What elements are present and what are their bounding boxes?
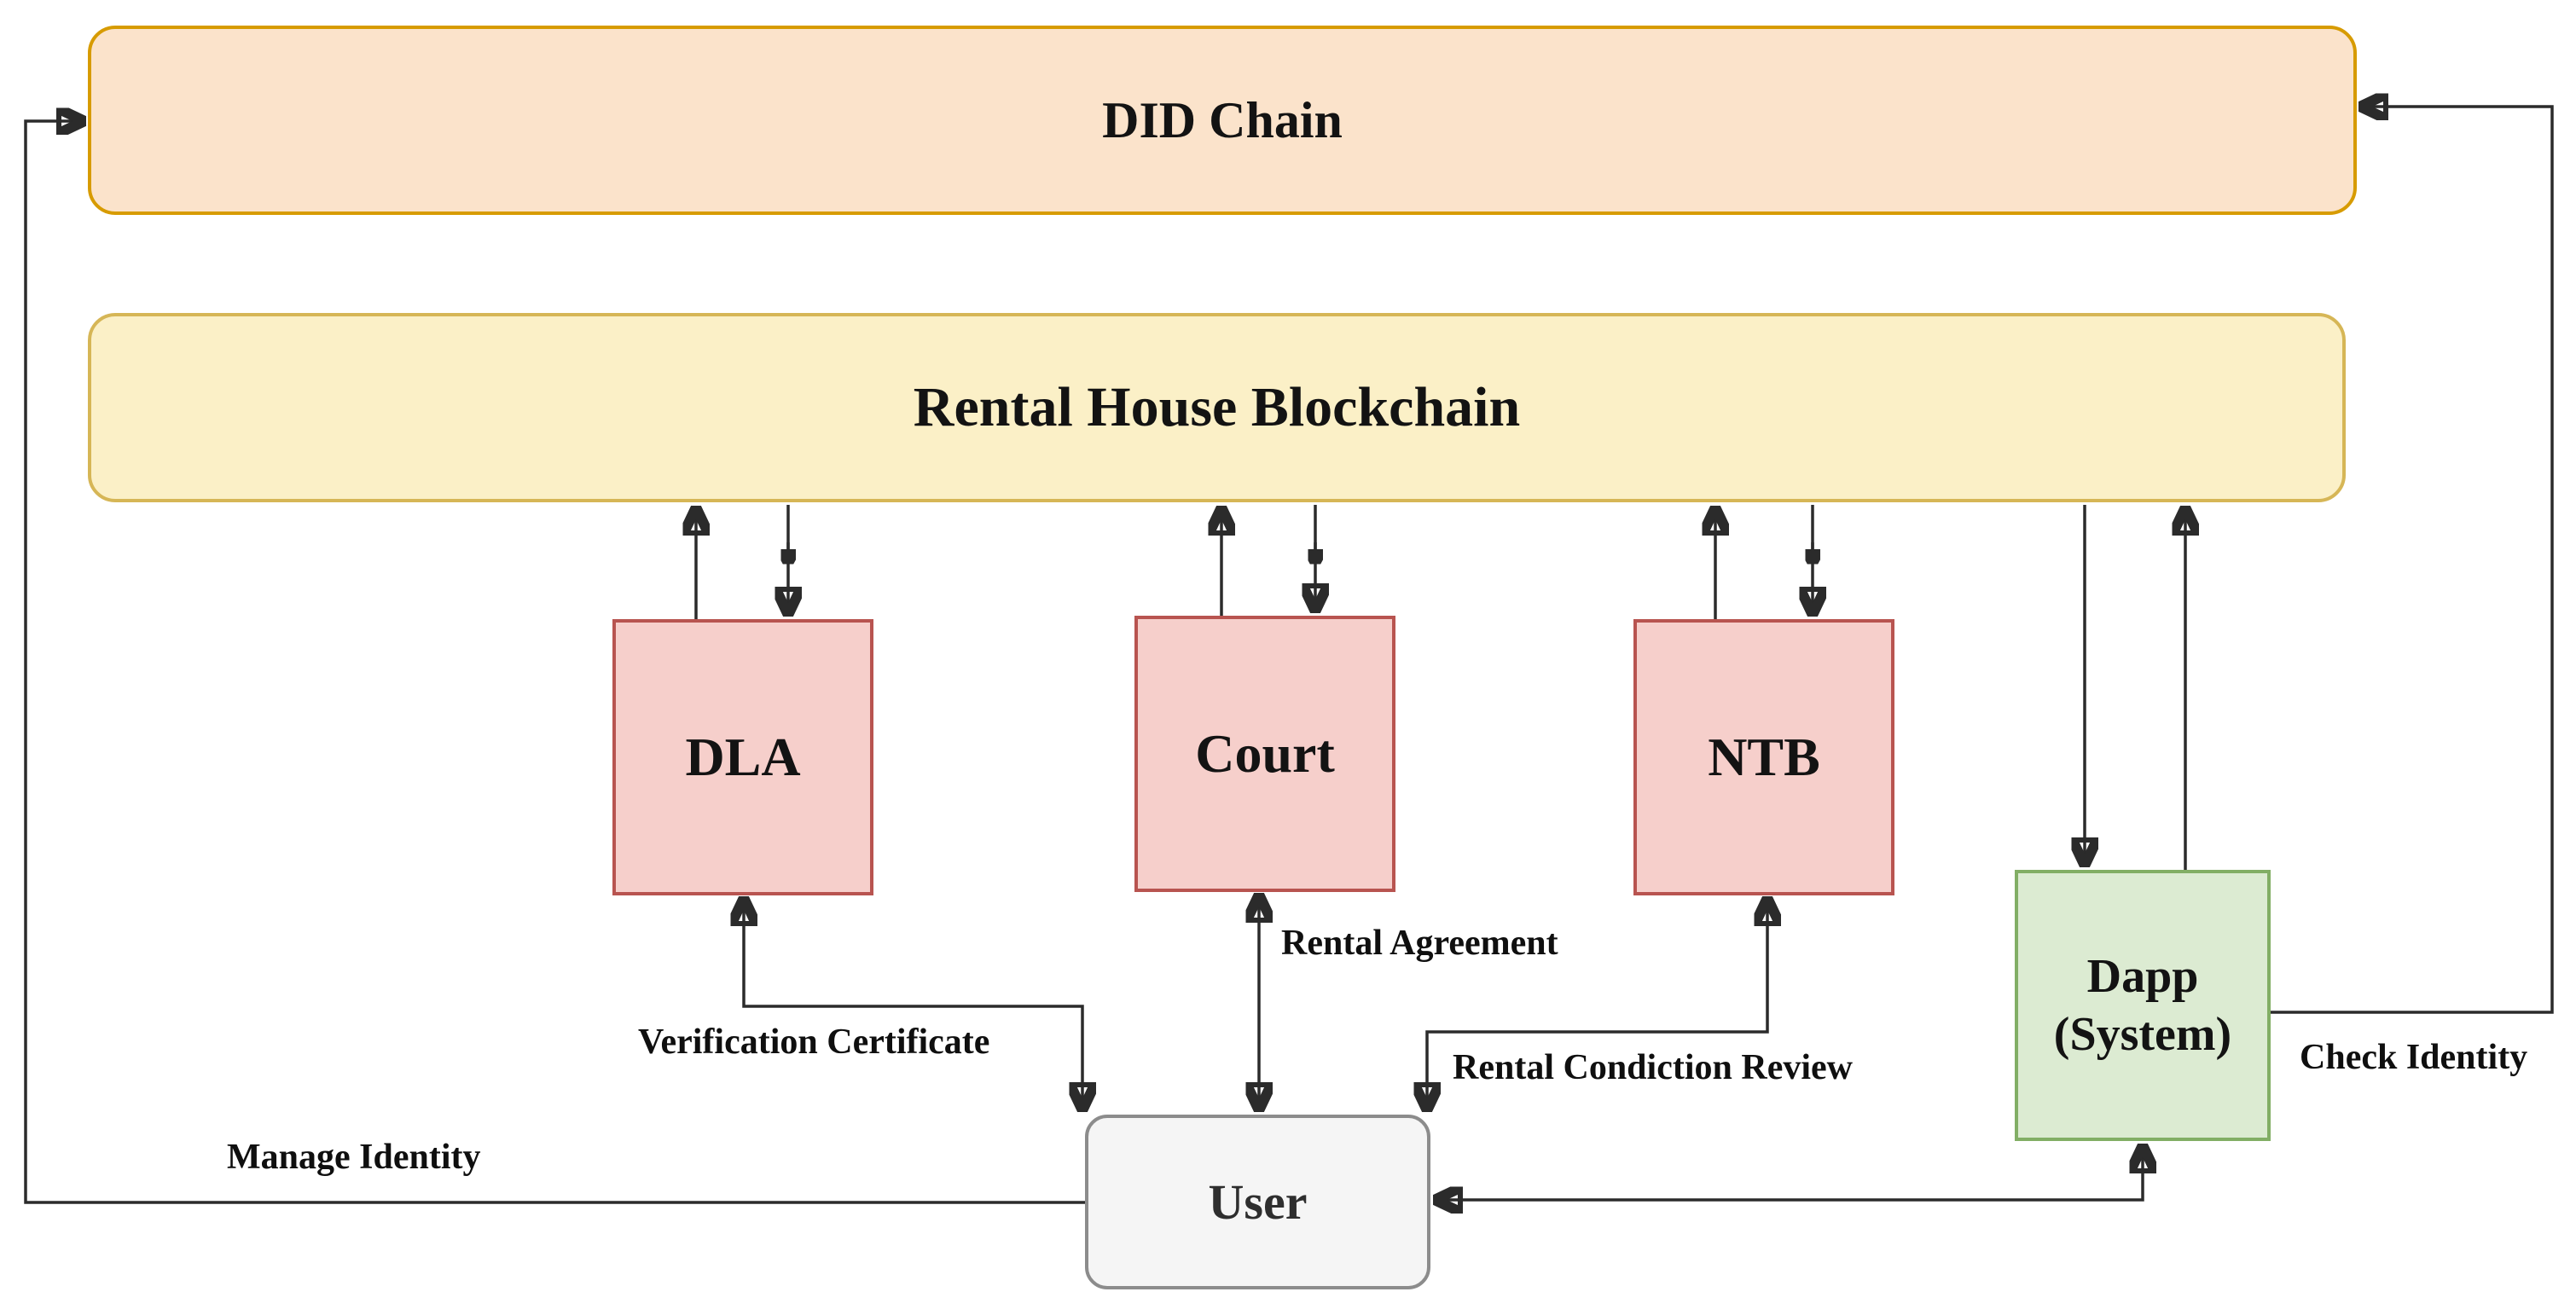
manage-identity-label: Manage Identity (227, 1138, 481, 1177)
dla-label: DLA (685, 727, 801, 787)
edge-verification-certificate[interactable] (744, 901, 1082, 1108)
edge-user-dapp[interactable] (1437, 1148, 2143, 1200)
user-label: User (1208, 1174, 1308, 1230)
check-identity-label: Check Identity (2300, 1038, 2528, 1077)
node-dapp-system[interactable]: Dapp (System) (2015, 870, 2271, 1141)
rental-agreement-label: Rental Agreement (1281, 924, 1558, 963)
node-user[interactable]: User (1085, 1115, 1430, 1289)
court-label: Court (1195, 723, 1335, 784)
rental-condiction-review-label: Rental Condiction Review (1453, 1048, 1853, 1087)
ntb-label: NTB (1708, 727, 1820, 787)
node-ntb[interactable]: NTB (1633, 619, 1894, 895)
dapp-system-label: Dapp (System) (2054, 947, 2231, 1063)
verification-certificate-label: Verification Certificate (638, 1022, 990, 1062)
edge-check-identity[interactable] (2271, 107, 2554, 1014)
node-did-chain[interactable]: DID Chain (88, 26, 2357, 215)
did-chain-label: DID Chain (1102, 91, 1343, 148)
node-rental-house-blockchain[interactable]: Rental House Blockchain (88, 313, 2346, 502)
rental-house-blockchain-label: Rental House Blockchain (913, 376, 1521, 438)
edge-manage-identity[interactable] (24, 121, 1085, 1204)
dapp-label-line2: (System) (2053, 1008, 2232, 1061)
edge-rental-condiction-review[interactable] (1427, 901, 1767, 1108)
node-dla[interactable]: DLA (612, 619, 873, 895)
node-court[interactable]: Court (1134, 616, 1395, 892)
dapp-label-line1: Dapp (2086, 950, 2199, 1003)
